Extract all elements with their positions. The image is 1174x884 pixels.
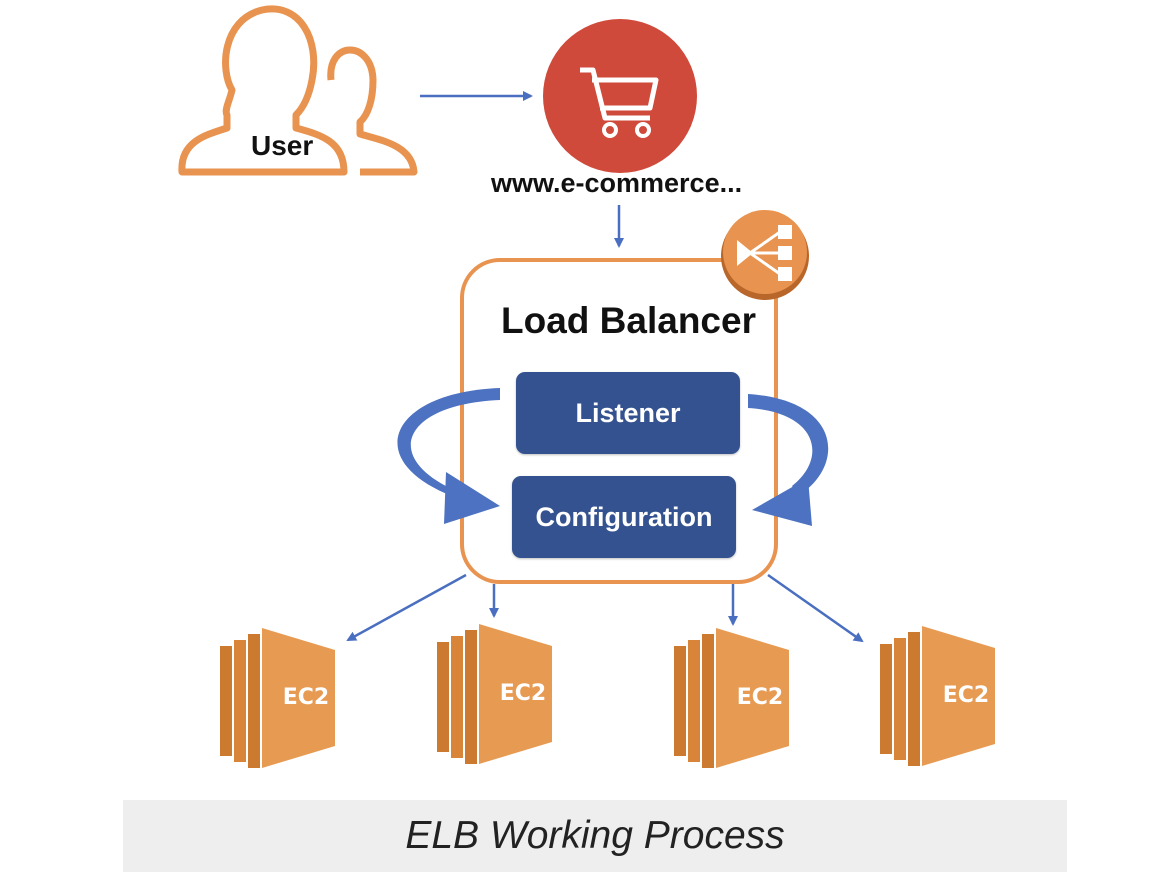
ec2-label: EC2 (943, 683, 989, 708)
configuration-box: Configuration (512, 476, 736, 558)
ec2-label: EC2 (737, 685, 783, 710)
ec2-instance-4: EC2 (880, 626, 995, 766)
ec2-label: EC2 (500, 681, 546, 706)
configuration-label: Configuration (535, 501, 713, 532)
load-balancer-icon (721, 210, 809, 300)
user-label: User (251, 130, 314, 161)
url-label: www.e-commerce... (491, 168, 743, 198)
arrow-lb-to-ec2-4 (767, 573, 864, 643)
right-curved-arrow (748, 394, 829, 526)
user-group-icon (178, 5, 418, 176)
caption: ELB Working Process (405, 814, 785, 857)
left-curved-arrow (397, 388, 500, 524)
ec2-instance-1: EC2 (220, 628, 335, 768)
shopping-cart-icon (543, 19, 697, 173)
ec2-label: EC2 (283, 685, 329, 710)
caption-bar: ELB Working Process (123, 800, 1067, 872)
arrow-lb-to-ec2-1 (346, 573, 467, 642)
listener-box: Listener (516, 372, 740, 454)
ec2-instance-3: EC2 (674, 628, 789, 768)
load-balancer-title: Load Balancer (501, 300, 756, 341)
ec2-instance-2: EC2 (437, 624, 552, 764)
listener-label: Listener (575, 397, 681, 428)
